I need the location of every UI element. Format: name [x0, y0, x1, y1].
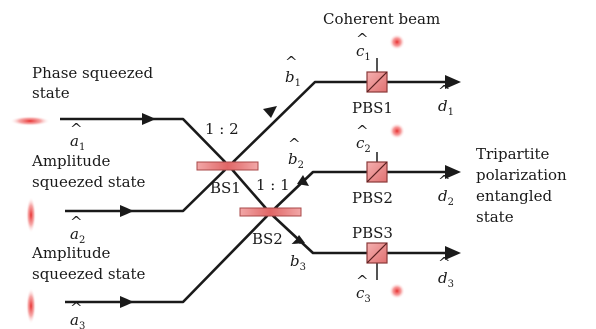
svg-text:^: ^	[438, 254, 451, 272]
coherent-beam-glow-2	[389, 123, 405, 139]
pbs2-cube	[366, 161, 388, 183]
beam-splitter-bs1	[196, 161, 259, 171]
beam-bs1-to-b1	[228, 80, 377, 167]
mode-c3-label: c3 ^	[356, 272, 371, 305]
mode-a1-label: a1 ^	[70, 120, 85, 153]
svg-text:^: ^	[70, 213, 83, 231]
arrow-a2	[120, 205, 134, 217]
arrow-b1	[263, 106, 277, 118]
output-label-line1: Tripartite	[476, 145, 550, 163]
pbs3-cube	[366, 242, 388, 264]
ratio-1-2-label: 1 : 2	[205, 120, 239, 138]
beam-bs2-to-b2	[269, 170, 377, 214]
svg-text:^: ^	[356, 272, 369, 290]
pbs2-label: PBS2	[352, 189, 393, 207]
svg-text:a2: a2	[70, 225, 85, 246]
mode-b1-label: b1 ^	[285, 53, 301, 89]
mode-d2-label: d2 ^	[438, 172, 454, 208]
mode-c2-label: c2 ^	[356, 122, 371, 155]
svg-text:c2: c2	[356, 134, 371, 155]
mode-b2-label: b2 ^	[288, 135, 304, 171]
beam-a3	[65, 212, 271, 304]
svg-text:d1: d1	[438, 97, 454, 118]
amplitude-squeezed-glow-1	[26, 197, 36, 233]
svg-text:^: ^	[288, 135, 301, 153]
svg-text:c1: c1	[356, 42, 371, 63]
svg-text:^: ^	[438, 172, 451, 190]
pbs1-cube	[366, 71, 388, 93]
mode-d3-label: d3 ^	[438, 254, 454, 290]
arrow-d2	[445, 165, 461, 179]
svg-text:^: ^	[70, 120, 83, 138]
svg-text:^: ^	[356, 122, 369, 140]
phase-squeezed-glow	[10, 116, 50, 126]
output-label-line4: state	[476, 208, 514, 226]
arrow-a3	[120, 296, 134, 308]
mode-b3-label: b3 ^	[290, 237, 306, 273]
ratio-1-1-label: 1 : 1	[256, 176, 290, 194]
amplitude-squeezed-1-label-line1: Amplitude	[31, 152, 111, 170]
svg-text:b2: b2	[288, 150, 304, 171]
pbs1-label: PBS1	[352, 99, 393, 117]
svg-text:^: ^	[290, 237, 303, 255]
pbs3-label: PBS3	[352, 224, 393, 242]
svg-text:b1: b1	[285, 68, 301, 89]
coherent-beam-glow-3	[389, 283, 405, 299]
svg-text:b3: b3	[290, 252, 306, 273]
mode-a2-label: a2 ^	[70, 213, 85, 246]
svg-text:^: ^	[285, 53, 298, 71]
beam-splitter-bs2	[239, 207, 302, 217]
svg-text:a1: a1	[70, 132, 85, 153]
svg-text:^: ^	[70, 299, 83, 317]
mode-a3-label: a3 ^	[70, 299, 85, 329]
phase-squeezed-label-line2: state	[32, 84, 70, 102]
beam-bs2-to-b3	[269, 212, 377, 255]
arrow-d3	[445, 246, 461, 260]
mode-d1-label: d1 ^	[438, 82, 454, 118]
svg-text:a3: a3	[70, 311, 85, 329]
amplitude-squeezed-1-label-line2: squeezed state	[32, 173, 146, 191]
phase-squeezed-label-line1: Phase squeezed	[32, 64, 154, 82]
output-label-line2: polarization	[476, 166, 567, 184]
svg-text:c3: c3	[356, 284, 371, 305]
amplitude-squeezed-glow-2	[26, 288, 36, 324]
beam-bs1-to-bs2	[228, 165, 271, 214]
svg-text:^: ^	[438, 82, 451, 100]
arrow-a1	[142, 113, 156, 125]
svg-text:d3: d3	[438, 269, 454, 290]
bs1-label: BS1	[210, 179, 241, 197]
amplitude-squeezed-2-label-line2: squeezed state	[32, 265, 146, 283]
svg-text:d2: d2	[438, 187, 454, 208]
bs2-label: BS2	[252, 230, 283, 248]
coherent-beam-glow-1	[389, 34, 405, 50]
beam-a1	[60, 117, 230, 167]
mode-c1-label: c1 ^	[356, 30, 371, 63]
beam-a2	[65, 165, 230, 213]
arrow-d1	[445, 75, 461, 89]
coherent-beam-label: Coherent beam	[323, 10, 440, 28]
amplitude-squeezed-2-label-line1: Amplitude	[31, 244, 111, 262]
arrow-b3	[293, 235, 305, 244]
arrow-b2	[297, 175, 309, 186]
svg-text:^: ^	[356, 30, 369, 48]
output-label-line3: entangled	[476, 187, 552, 205]
